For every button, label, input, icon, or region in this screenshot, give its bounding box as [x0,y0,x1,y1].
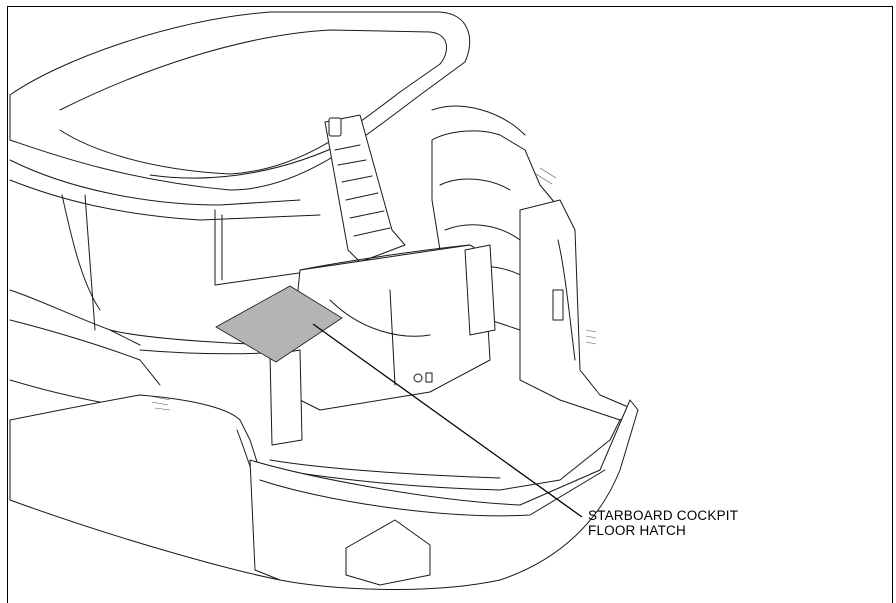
callout-line-2: FLOOR HATCH [588,523,686,538]
stairway-to-flybridge [324,114,406,263]
starboard-side-hull [519,167,636,421]
callout-leader-line [312,323,583,518]
salon-aft-bulkhead [9,179,321,346]
port-side-hull [9,319,281,581]
hatch-callout-label: STARBOARD COCKPIT FLOOR HATCH [588,508,738,538]
starboard-cockpit-floor-hatch[interactable] [215,285,343,363]
callout-line-1: STARBOARD COCKPIT [588,508,739,523]
swim-platform [249,399,639,590]
transom-locker [289,244,491,411]
flybridge-hardtop [9,11,471,206]
